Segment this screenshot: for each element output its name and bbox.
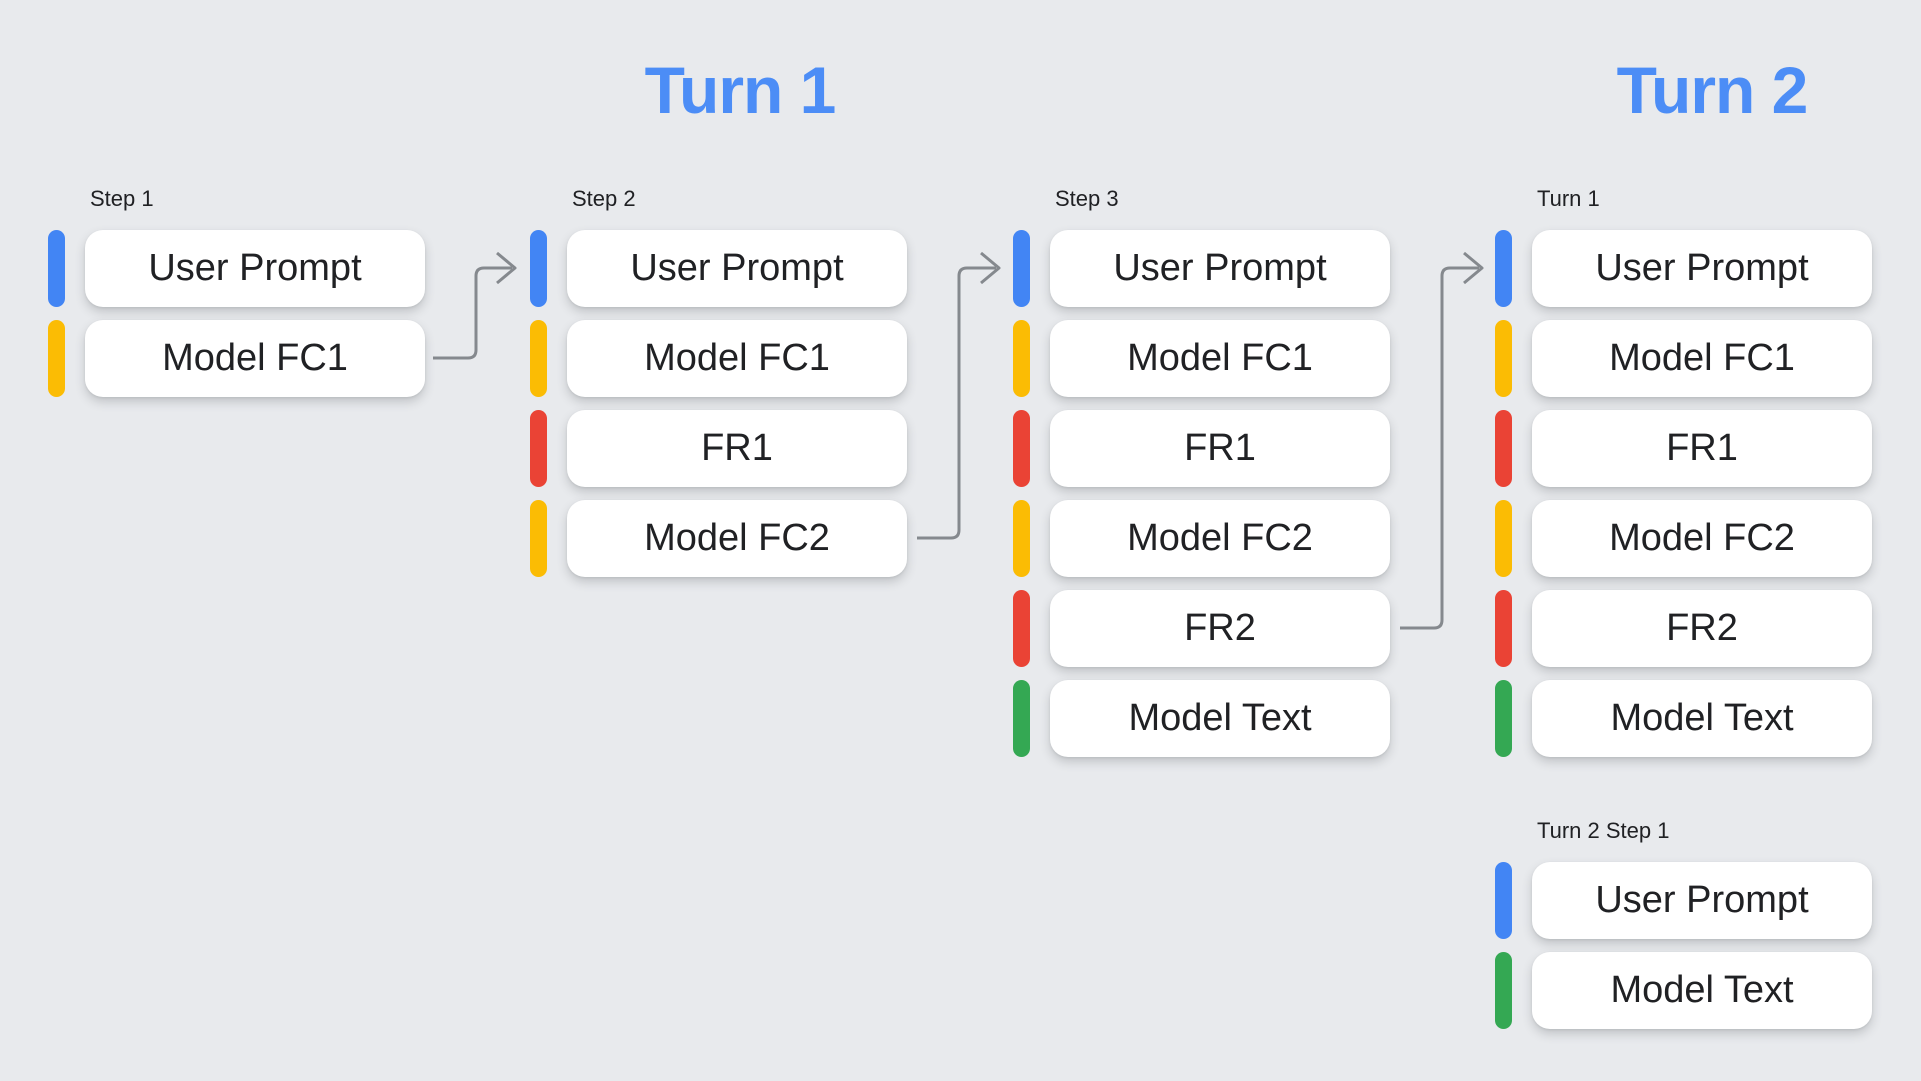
message-row: User Prompt	[530, 230, 907, 307]
message-box: Model Text	[1532, 952, 1872, 1029]
message-box: Model FC2	[567, 500, 907, 577]
message-box: User Prompt	[85, 230, 425, 307]
message-box: Model Text	[1050, 680, 1390, 757]
connector-arrow-step1-to-step2	[433, 251, 517, 360]
message-row: Model Text	[1495, 952, 1872, 1029]
role-color-bar	[1013, 500, 1030, 577]
message-box: Model FC1	[567, 320, 907, 397]
turn-2-title: Turn 2	[1616, 53, 1809, 127]
message-box: Model FC2	[1532, 500, 1872, 577]
message-box: FR2	[1532, 590, 1872, 667]
message-row: Model FC2	[1013, 500, 1390, 577]
message-row: FR1	[530, 410, 907, 487]
message-box-label: Model Text	[1610, 969, 1794, 1011]
message-box-label: Model Text	[1128, 697, 1312, 739]
column-label: Turn 2 Step 1	[1537, 818, 1670, 843]
role-color-bar	[1013, 590, 1030, 667]
message-row: Model FC1	[530, 320, 907, 397]
role-color-bar	[48, 320, 65, 397]
message-box: Model FC2	[1050, 500, 1390, 577]
role-color-bar	[1495, 230, 1512, 307]
message-box-label: User Prompt	[1113, 247, 1327, 289]
message-box-label: FR1	[1666, 427, 1738, 469]
message-box: Model Text	[1532, 680, 1872, 757]
message-row: Model FC1	[1495, 320, 1872, 397]
role-color-bar	[1013, 230, 1030, 307]
message-box-label: User Prompt	[148, 247, 362, 289]
message-row: User Prompt	[1495, 230, 1872, 307]
message-box-label: Model FC1	[1127, 337, 1313, 379]
role-color-bar	[530, 230, 547, 307]
connector-arrow-step2-to-step3	[917, 251, 1001, 540]
message-box-label: FR1	[1184, 427, 1256, 469]
role-color-bar	[1495, 410, 1512, 487]
column-turn-1-history: Turn 1 User Prompt Model FC1 FR1 Model F…	[1495, 185, 1872, 757]
message-row: Model FC1	[48, 320, 425, 397]
message-row: Model FC2	[1495, 500, 1872, 577]
message-box-label: FR2	[1184, 607, 1256, 649]
role-color-bar	[1495, 862, 1512, 939]
message-box: FR2	[1050, 590, 1390, 667]
column-label: Step 2	[572, 186, 636, 211]
message-row: Model FC1	[1013, 320, 1390, 397]
role-color-bar	[1013, 680, 1030, 757]
role-color-bar	[530, 410, 547, 487]
message-row: Model Text	[1013, 680, 1390, 757]
message-box: User Prompt	[1050, 230, 1390, 307]
turn-1-title: Turn 1	[644, 53, 837, 127]
role-color-bar	[1495, 680, 1512, 757]
message-row: FR2	[1495, 590, 1872, 667]
role-color-bar	[1495, 500, 1512, 577]
connector-arrow-step3-to-turn1	[1400, 251, 1484, 630]
message-box-label: Model Text	[1610, 697, 1794, 739]
message-row: User Prompt	[1495, 862, 1872, 939]
message-box: User Prompt	[1532, 862, 1872, 939]
message-box-label: Model FC1	[644, 337, 830, 379]
role-color-bar	[530, 320, 547, 397]
message-box-label: Model FC2	[644, 517, 830, 559]
role-color-bar	[1495, 590, 1512, 667]
message-row: FR1	[1495, 410, 1872, 487]
message-box-label: Model FC1	[162, 337, 348, 379]
message-box-label: FR2	[1666, 607, 1738, 649]
message-box: FR1	[567, 410, 907, 487]
message-box: FR1	[1532, 410, 1872, 487]
role-color-bar	[1495, 320, 1512, 397]
message-box: Model FC1	[1050, 320, 1390, 397]
message-row: User Prompt	[1013, 230, 1390, 307]
message-row: Model Text	[1495, 680, 1872, 757]
role-color-bar	[1013, 410, 1030, 487]
column-label: Step 1	[90, 186, 154, 211]
message-box-label: FR1	[701, 427, 773, 469]
role-color-bar	[1013, 320, 1030, 397]
message-box-label: Model FC2	[1127, 517, 1313, 559]
message-row: FR1	[1013, 410, 1390, 487]
message-box-label: User Prompt	[1595, 247, 1809, 289]
column-step-3: Step 3 User Prompt Model FC1 FR1 Model F…	[1013, 185, 1390, 757]
message-box: FR1	[1050, 410, 1390, 487]
message-row: FR2	[1013, 590, 1390, 667]
column-turn-2-step-1: Turn 2 Step 1 User Prompt Model Text	[1495, 817, 1872, 1029]
message-row: Model FC2	[530, 500, 907, 577]
message-row: User Prompt	[48, 230, 425, 307]
message-box-label: Model FC1	[1609, 337, 1795, 379]
message-box: Model FC1	[1532, 320, 1872, 397]
message-box: User Prompt	[1532, 230, 1872, 307]
message-box-label: User Prompt	[1595, 879, 1809, 921]
role-color-bar	[48, 230, 65, 307]
column-label: Step 3	[1055, 186, 1119, 211]
column-step-1: Step 1 User Prompt Model FC1	[48, 185, 425, 397]
column-label: Turn 1	[1537, 186, 1600, 211]
message-box: Model FC1	[85, 320, 425, 397]
column-step-2: Step 2 User Prompt Model FC1 FR1 Model F…	[530, 185, 907, 577]
message-box-label: User Prompt	[630, 247, 844, 289]
role-color-bar	[530, 500, 547, 577]
message-box: User Prompt	[567, 230, 907, 307]
role-color-bar	[1495, 952, 1512, 1029]
message-box-label: Model FC2	[1609, 517, 1795, 559]
